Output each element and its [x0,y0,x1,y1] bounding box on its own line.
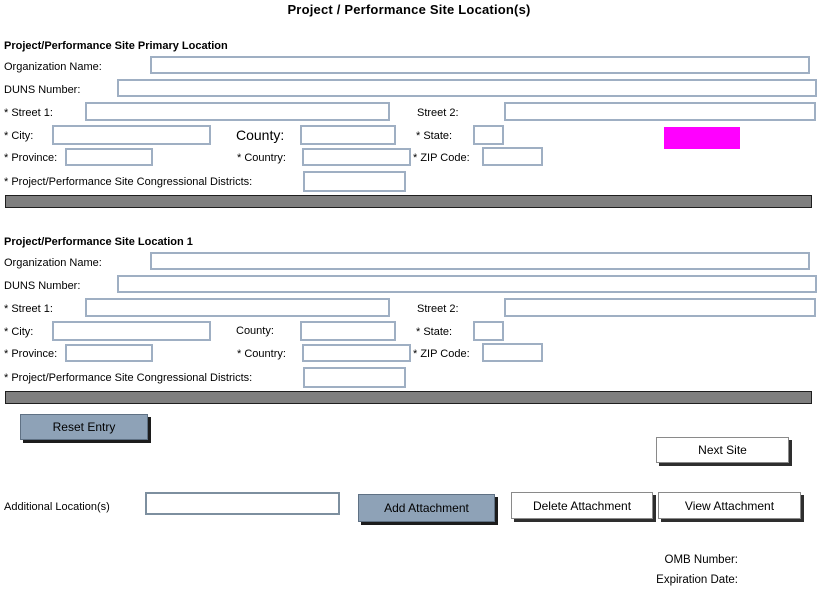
duns-number-input[interactable] [117,79,817,97]
organization-name-input[interactable] [150,56,810,74]
country-label: * Country: [237,348,286,360]
street1-label: * Street 1: [4,107,53,119]
organization-name-label: Organization Name: [4,257,102,269]
province-input[interactable] [65,344,153,362]
zip-code-label: * ZIP Code: [413,348,470,360]
next-site-button[interactable]: Next Site [656,437,789,463]
section-header: Project/Performance Site Location 1 [4,236,193,248]
country-input[interactable] [302,148,411,166]
zip-code-input[interactable] [482,343,543,362]
duns-number-input[interactable] [117,275,817,293]
magenta-highlight-box [664,127,740,149]
street2-input[interactable] [504,298,816,317]
state-label: * State: [416,130,453,142]
zip-code-input[interactable] [482,147,543,166]
duns-number-label: DUNS Number: [4,84,81,96]
street1-label: * Street 1: [4,303,53,315]
organization-name-label: Organization Name: [4,61,102,73]
street1-input[interactable] [85,102,390,121]
section-header: Project/Performance Site Primary Locatio… [4,40,228,52]
section-divider-bar [5,391,812,404]
county-label: County: [236,127,285,143]
delete-attachment-button[interactable]: Delete Attachment [511,492,653,519]
city-label: * City: [4,130,34,142]
state-input[interactable] [473,125,504,145]
location-1-section: Project/Performance Site Location 1 Orga… [0,196,818,404]
street1-input[interactable] [85,298,390,317]
county-label: County: [236,325,274,337]
organization-name-input[interactable] [150,252,810,270]
county-input[interactable] [300,321,396,341]
state-label: * State: [416,326,453,338]
view-attachment-button[interactable]: View Attachment [658,492,801,519]
reset-entry-button[interactable]: Reset Entry [20,414,148,440]
city-input[interactable] [52,321,211,341]
add-attachment-button[interactable]: Add Attachment [358,494,495,522]
province-input[interactable] [65,148,153,166]
page-title: Project / Performance Site Location(s) [287,2,531,17]
province-label: * Province: [4,152,58,164]
county-input[interactable] [300,125,396,145]
omb-footer: OMB Number: Expiration Date: [656,550,738,590]
additional-locations-label: Additional Location(s) [4,501,110,513]
city-label: * City: [4,326,34,338]
congressional-districts-label: * Project/Performance Site Congressional… [4,372,253,384]
country-label: * Country: [237,152,286,164]
province-label: * Province: [4,348,58,360]
congressional-districts-input[interactable] [303,171,406,192]
city-input[interactable] [52,125,211,145]
primary-location-section: Project/Performance Site Primary Locatio… [0,0,818,208]
congressional-districts-label: * Project/Performance Site Congressional… [4,176,253,188]
state-input[interactable] [473,321,504,341]
country-input[interactable] [302,344,411,362]
street2-label: Street 2: [417,107,459,119]
congressional-districts-input[interactable] [303,367,406,388]
duns-number-label: DUNS Number: [4,280,81,292]
additional-locations-input[interactable] [145,492,340,515]
street2-label: Street 2: [417,303,459,315]
street2-input[interactable] [504,102,816,121]
section-divider-bar [5,195,812,208]
omb-number-label: OMB Number: [664,554,739,566]
expiration-date-label: Expiration Date: [656,574,738,586]
zip-code-label: * ZIP Code: [413,152,470,164]
